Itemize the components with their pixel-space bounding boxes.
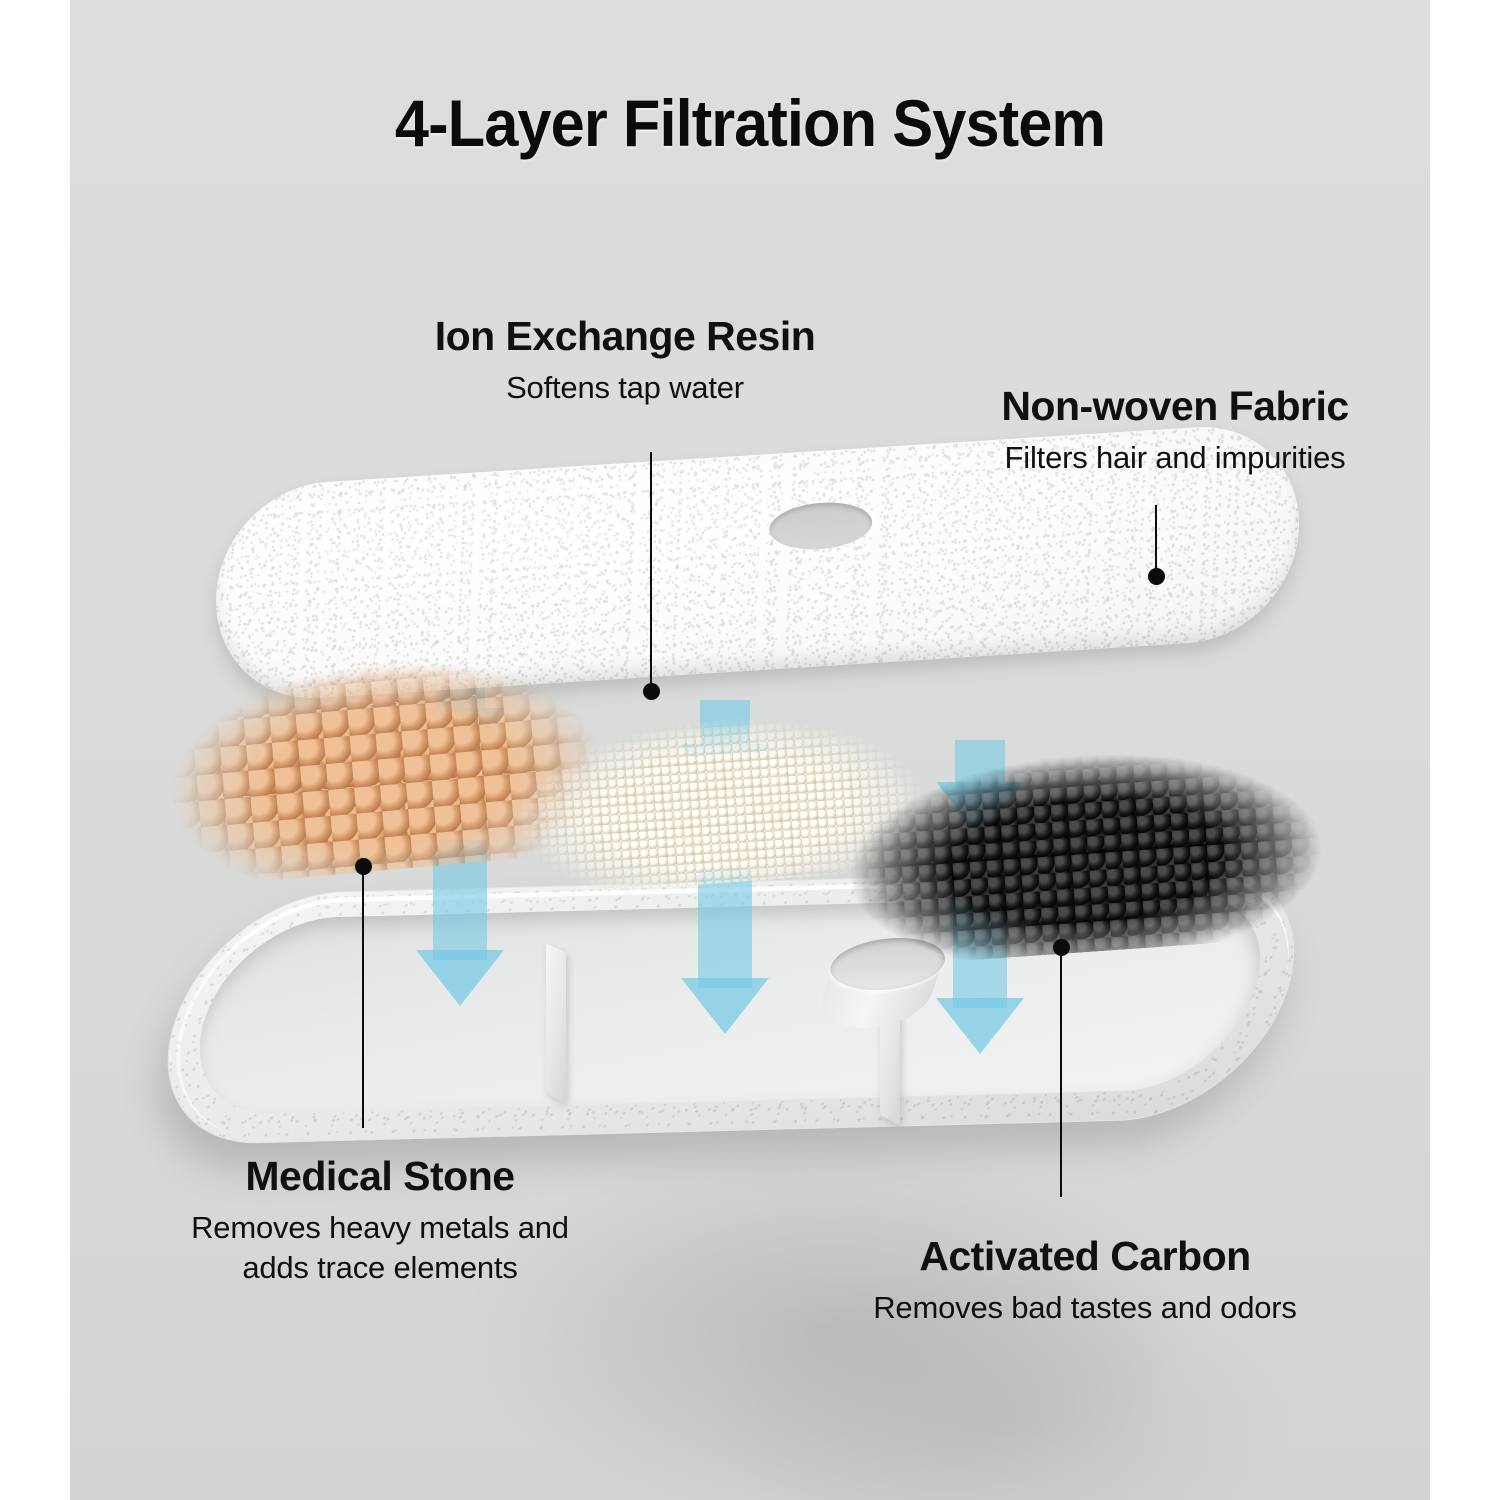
callout-non-woven-fabric: Non-woven Fabric Filters hair and impuri… — [865, 383, 1430, 477]
callout-heading: Ion Exchange Resin — [434, 313, 816, 359]
leader-endpoint-dot — [1052, 939, 1070, 956]
activated-carbon-granules — [843, 735, 1327, 969]
arrow3-lower-head — [936, 998, 1024, 1054]
callout-activated-carbon: Activated Carbon Removes bad tastes and … — [775, 1233, 1395, 1327]
leader-endpoint-dot — [1147, 568, 1165, 585]
arrow2-lower-shaft — [698, 868, 752, 988]
arrow1-lower-head — [416, 950, 504, 1006]
activated-carbon-mass — [843, 735, 1327, 969]
arrow2-lower-head — [681, 978, 769, 1034]
leader-endpoint-dot — [354, 858, 372, 875]
callout-heading: Medical Stone — [245, 1153, 515, 1199]
callout-subtext: Filters hair and impurities — [1004, 440, 1346, 476]
leader-stem — [1060, 947, 1063, 1197]
callout-heading: Activated Carbon — [919, 1233, 1251, 1279]
leader-stem — [362, 866, 365, 1128]
page-title: 4-Layer Filtration System — [394, 86, 1106, 160]
callout-subtext: Softens tap water — [506, 370, 744, 406]
callout-subtext-line2: adds trace elements — [242, 1249, 518, 1285]
callout-heading: Non-woven Fabric — [1001, 383, 1349, 429]
leader-stem — [1155, 505, 1158, 577]
callout-subtext-line1: Removes heavy metals and — [191, 1210, 569, 1246]
callout-ion-exchange-resin: Ion Exchange Resin Softens tap water — [325, 313, 925, 407]
leader-stem — [650, 452, 653, 692]
callout-subtext: Removes bad tastes and odors — [873, 1290, 1297, 1326]
product-diagram-panel: 4-Layer Filtration System — [70, 0, 1430, 1500]
callout-medical-stone: Medical Stone Removes heavy metals and a… — [85, 1153, 675, 1286]
leader-endpoint-dot — [642, 683, 660, 700]
